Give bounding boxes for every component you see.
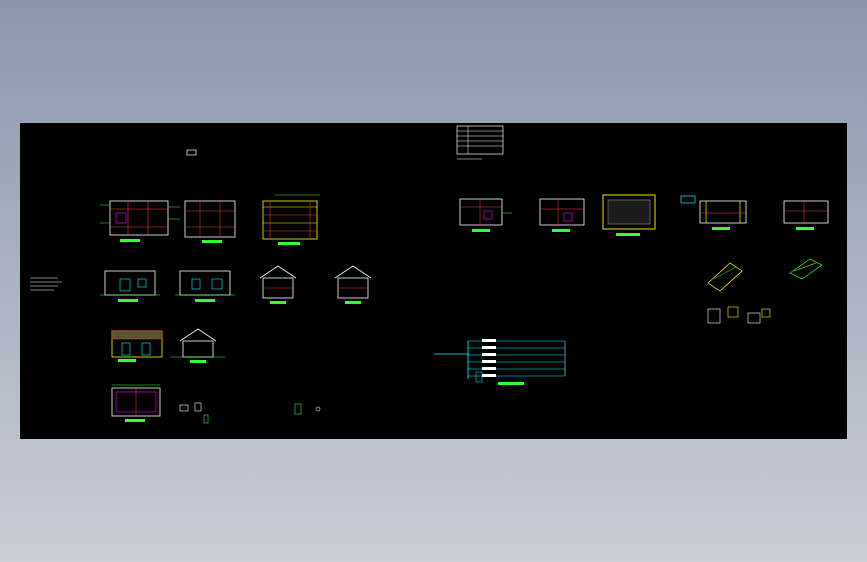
isometric-detail-2 xyxy=(789,258,823,280)
detail-markers xyxy=(179,402,321,424)
lighting-plan xyxy=(602,194,656,236)
elevation-1 xyxy=(100,270,160,302)
wiring-plan-2 xyxy=(539,198,585,232)
side-elevation-detail xyxy=(170,328,225,363)
floor-plan-1 xyxy=(100,200,180,242)
node-details xyxy=(707,306,771,324)
cad-drawing-canvas xyxy=(30,125,829,424)
elevation-2 xyxy=(175,270,235,302)
distribution-system-diagram xyxy=(434,339,566,385)
foundation-plan xyxy=(111,384,161,422)
general-notes xyxy=(30,277,62,291)
isometric-detail-1 xyxy=(707,262,743,292)
cad-model-space-viewport[interactable] xyxy=(20,123,847,439)
roof-plan xyxy=(262,194,320,245)
floor-plan-2 xyxy=(184,200,236,243)
section-2 xyxy=(334,265,372,304)
outlet-plan xyxy=(783,200,829,230)
legend-table-icon xyxy=(456,125,504,160)
power-plan xyxy=(680,195,747,230)
sheet-title-mark xyxy=(186,149,197,156)
front-elevation-detail xyxy=(111,330,163,362)
wiring-plan-1 xyxy=(459,198,512,232)
section-1 xyxy=(259,265,297,304)
